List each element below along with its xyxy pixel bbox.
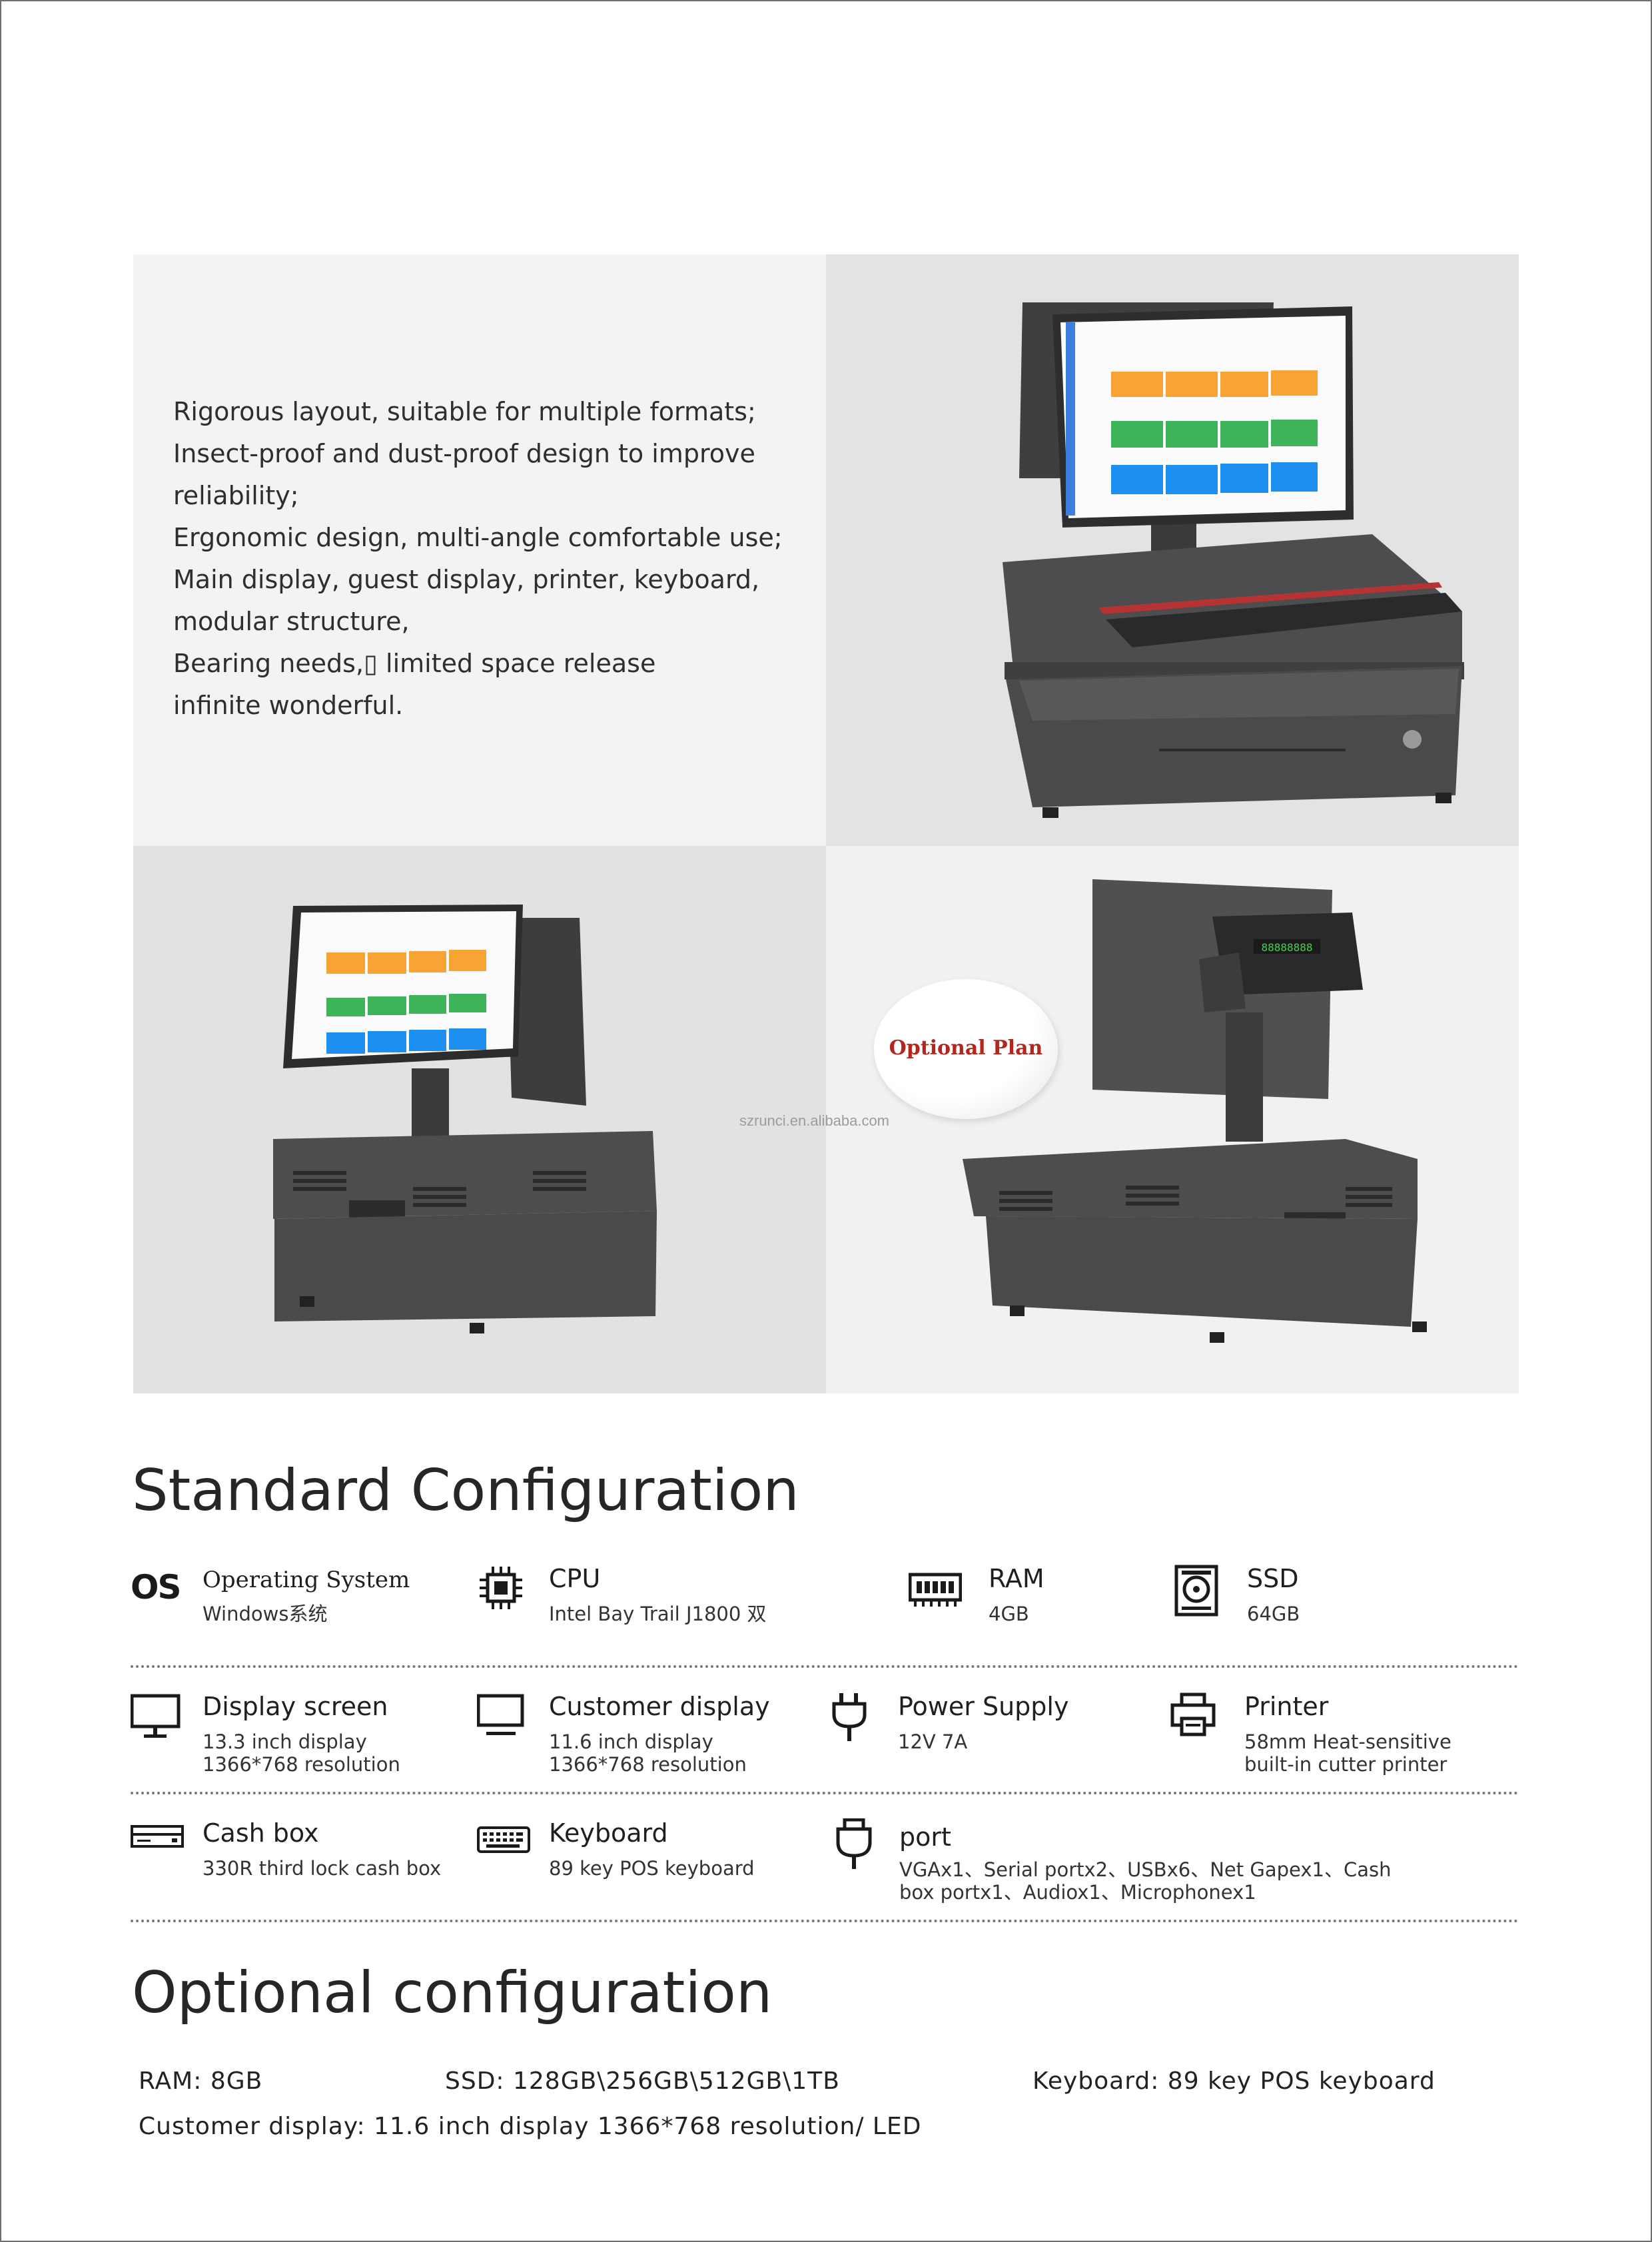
spec-value: VGAx1、Serial portx2、USBx6、Net Gapex1、Cas…: [899, 1858, 1392, 1904]
spec-power: Power Supply 12V 7A: [826, 1692, 1159, 1778]
ssd-disk-icon: [1172, 1564, 1226, 1617]
cpu-chip-icon: [477, 1564, 530, 1617]
spec-title: Operating System: [203, 1567, 410, 1593]
spec-ram: RAM 4GB: [909, 1564, 1202, 1644]
os-icon: OS: [131, 1568, 182, 1607]
spec-title: Printer: [1244, 1692, 1329, 1721]
spec-value: 11.6 inch display 1366*768 resolution: [549, 1730, 747, 1776]
intro-line: Ergonomic design, multi-angle comfortabl…: [173, 523, 783, 552]
ram-module-icon: [909, 1564, 962, 1617]
product-photo-rear: 88888888: [826, 846, 1519, 1393]
divider: [131, 1920, 1519, 1922]
optional-ram: RAM: 8GB: [139, 2067, 263, 2095]
spec-value: 64GB: [1247, 1603, 1300, 1625]
intro-line: Bearing needs,▯ limited space release: [173, 649, 656, 678]
spec-title: Cash box: [203, 1818, 319, 1848]
spec-port: port VGAx1、Serial portx2、USBx6、Net Gapex…: [831, 1818, 1431, 1912]
spec-cash-box: Cash box 330R third lock cash box: [131, 1818, 464, 1898]
intro-line: Main display, guest display, printer, ke…: [173, 565, 760, 594]
spec-printer: Printer 58mm Heat-sensitive built-in cut…: [1170, 1692, 1503, 1778]
spec-title: Display screen: [203, 1692, 388, 1721]
power-plug-icon: [826, 1692, 879, 1745]
intro-panel: Rigorous layout, suitable for multiple f…: [133, 254, 826, 846]
keyboard-icon: [477, 1818, 530, 1872]
spec-display: Display screen 13.3 inch display 1366*76…: [131, 1692, 464, 1778]
watermark: szrunci.en.alibaba.com: [739, 1112, 890, 1129]
spec-value: 58mm Heat-sensitive built-in cutter prin…: [1244, 1730, 1451, 1776]
spec-keyboard: Keyboard 89 key POS keyboard: [477, 1818, 850, 1898]
spec-value: 330R third lock cash box: [203, 1857, 442, 1880]
cash-box-icon: [131, 1818, 184, 1872]
optional-plan-label: Optional Plan: [889, 1036, 1043, 1060]
intro-line: infinite wonderful.: [173, 691, 404, 720]
spec-title: Keyboard: [549, 1818, 668, 1848]
spec-title: RAM: [989, 1564, 1044, 1593]
monitor-icon: [131, 1692, 184, 1745]
spec-value: 89 key POS keyboard: [549, 1857, 755, 1880]
intro-line: Insect-proof and dust-proof design to im…: [173, 439, 755, 468]
product-photo-front: [826, 254, 1519, 846]
divider: [131, 1792, 1519, 1794]
spec-value: Intel Bay Trail J1800 双: [549, 1603, 767, 1625]
spec-customer-display: Customer display 11.6 inch display 1366*…: [477, 1692, 850, 1778]
spec-title: Power Supply: [898, 1692, 1069, 1721]
spec-os: OS Operating System Windows系统: [131, 1564, 464, 1644]
intro-line: reliability;: [173, 481, 299, 510]
intro-line: Rigorous layout, suitable for multiple f…: [173, 397, 756, 426]
spec-value: Windows系统: [203, 1603, 328, 1625]
spec-value: 4GB: [989, 1603, 1029, 1625]
spec-title: Customer display: [549, 1692, 770, 1721]
optional-keyboard: Keyboard: 89 key POS keyboard: [1032, 2067, 1436, 2095]
product-photo-side: [133, 846, 826, 1393]
spec-cpu: CPU Intel Bay Trail J1800 双: [477, 1564, 850, 1644]
spec-title: port: [899, 1822, 951, 1852]
spec-title: SSD: [1247, 1564, 1299, 1593]
intro-line: modular structure,: [173, 607, 410, 636]
optional-customer-display: Customer display: 11.6 inch display 1366…: [139, 2113, 922, 2140]
svg-text:88888888: 88888888: [1261, 941, 1312, 954]
optional-ssd: SSD: 128GB\256GB\512GB\1TB: [445, 2067, 840, 2095]
divider: [131, 1665, 1519, 1668]
optional-plan-badge: Optional Plan: [874, 979, 1058, 1119]
spec-ssd: SSD 64GB: [1172, 1564, 1465, 1644]
usb-port-icon: [831, 1818, 885, 1872]
customer-monitor-icon: [477, 1692, 530, 1745]
optional-config-title: Optional configuration: [132, 1960, 773, 2026]
printer-icon: [1170, 1692, 1223, 1745]
standard-config-title: Standard Configuration: [132, 1457, 799, 1524]
intro-text: Rigorous layout, suitable for multiple f…: [173, 391, 793, 727]
spec-title: CPU: [549, 1564, 601, 1593]
spec-value: 12V 7A: [898, 1730, 968, 1753]
spec-value: 13.3 inch display 1366*768 resolution: [203, 1730, 400, 1776]
